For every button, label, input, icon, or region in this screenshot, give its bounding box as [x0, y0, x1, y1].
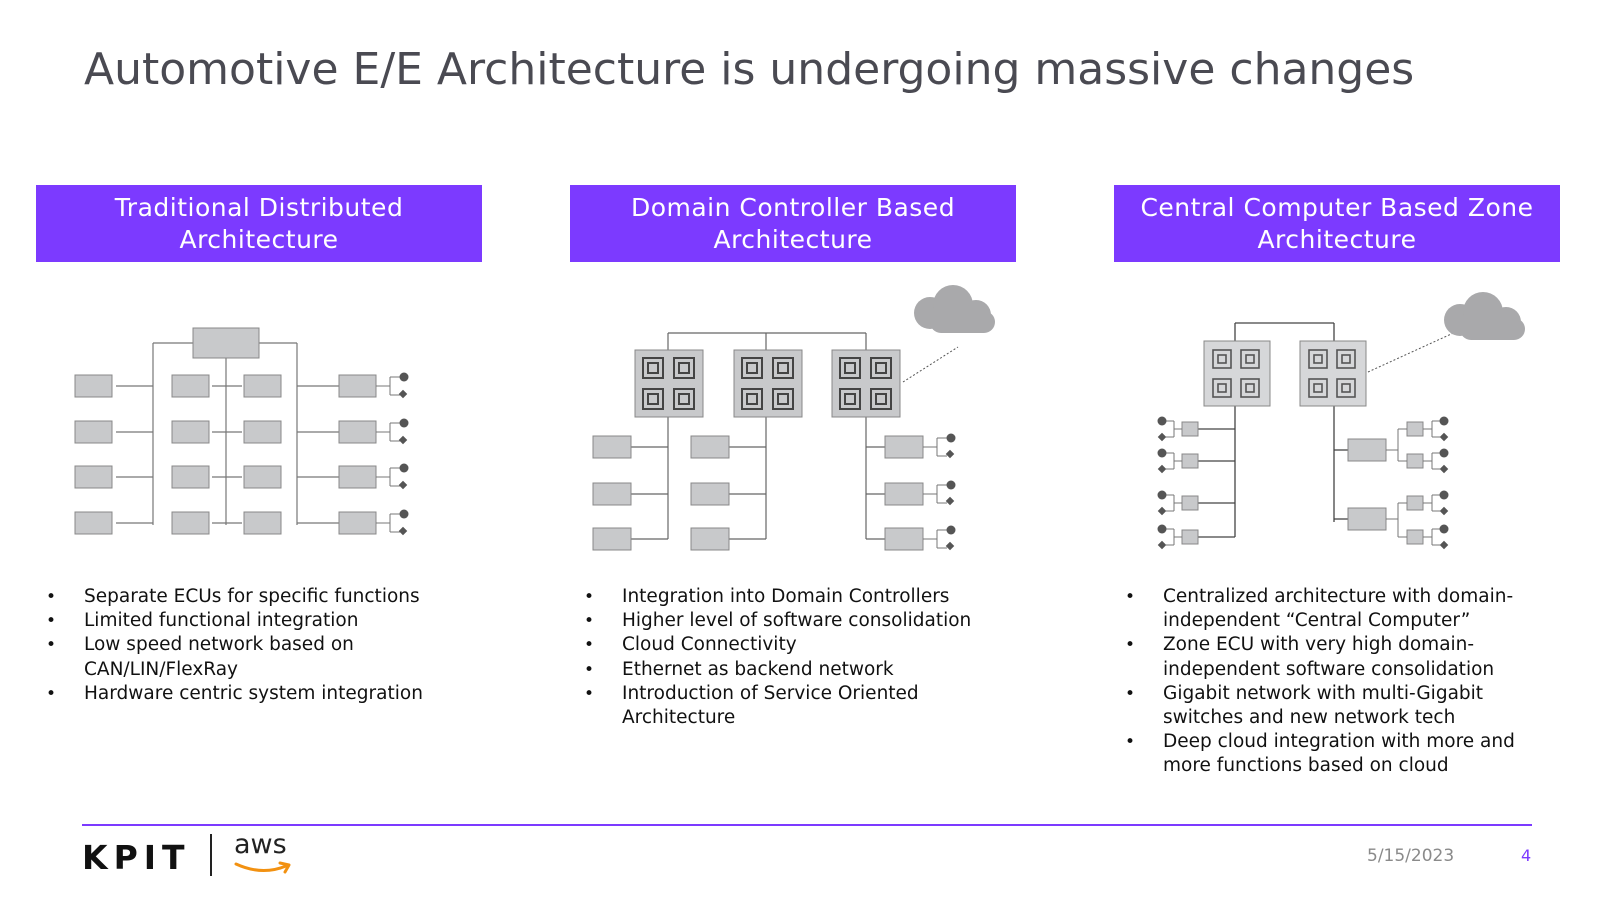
cloud-icon: [1444, 292, 1525, 340]
list-item: Separate ECUs for specific functions: [46, 585, 476, 609]
traditional-bullets: Separate ECUs for specific functions Lim…: [46, 585, 476, 706]
list-item: Introduction of Service Oriented Archite…: [584, 682, 1024, 730]
logo-separator: [210, 834, 212, 876]
aws-smile-icon: [234, 861, 291, 874]
slide-date: 5/15/2023: [1367, 846, 1455, 866]
kpit-logo: KPIT: [82, 838, 191, 877]
list-item: Higher level of software consolidation: [584, 609, 1024, 633]
list-item: Ethernet as backend network: [584, 658, 1024, 682]
traditional-architecture-diagram: [74, 327, 409, 536]
list-item: Cloud Connectivity: [584, 633, 1024, 657]
central-zone-diagram: [1157, 292, 1525, 550]
footer-divider: [82, 824, 1532, 826]
header-central-computer-zone: Central Computer Based Zone Architecture: [1114, 185, 1560, 262]
list-item: Integration into Domain Controllers: [584, 585, 1024, 609]
list-item: Low speed network based on CAN/LIN/FlexR…: [46, 633, 476, 681]
list-item: Gigabit network with multi-Gigabit switc…: [1125, 682, 1545, 730]
slide-title: Automotive E/E Architecture is undergoin…: [84, 44, 1415, 95]
list-item: Centralized architecture with domain-ind…: [1125, 585, 1545, 633]
aws-logo: aws: [234, 830, 294, 880]
list-item: Deep cloud integration with more and mor…: [1125, 730, 1545, 778]
domain-controller-bullets: Integration into Domain Controllers High…: [584, 585, 1024, 730]
cloud-icon: [914, 285, 995, 333]
central-zone-bullets: Centralized architecture with domain-ind…: [1125, 585, 1545, 779]
header-traditional-distributed: Traditional Distributed Architecture: [36, 185, 482, 262]
aws-logo-text: aws: [234, 829, 287, 860]
page-number: 4: [1521, 846, 1532, 865]
list-item: Zone ECU with very high domain-independe…: [1125, 633, 1545, 681]
domain-controller-diagram: [592, 285, 995, 551]
header-domain-controller: Domain Controller Based Architecture: [570, 185, 1016, 262]
list-item: Hardware centric system integration: [46, 682, 476, 706]
list-item: Limited functional integration: [46, 609, 476, 633]
